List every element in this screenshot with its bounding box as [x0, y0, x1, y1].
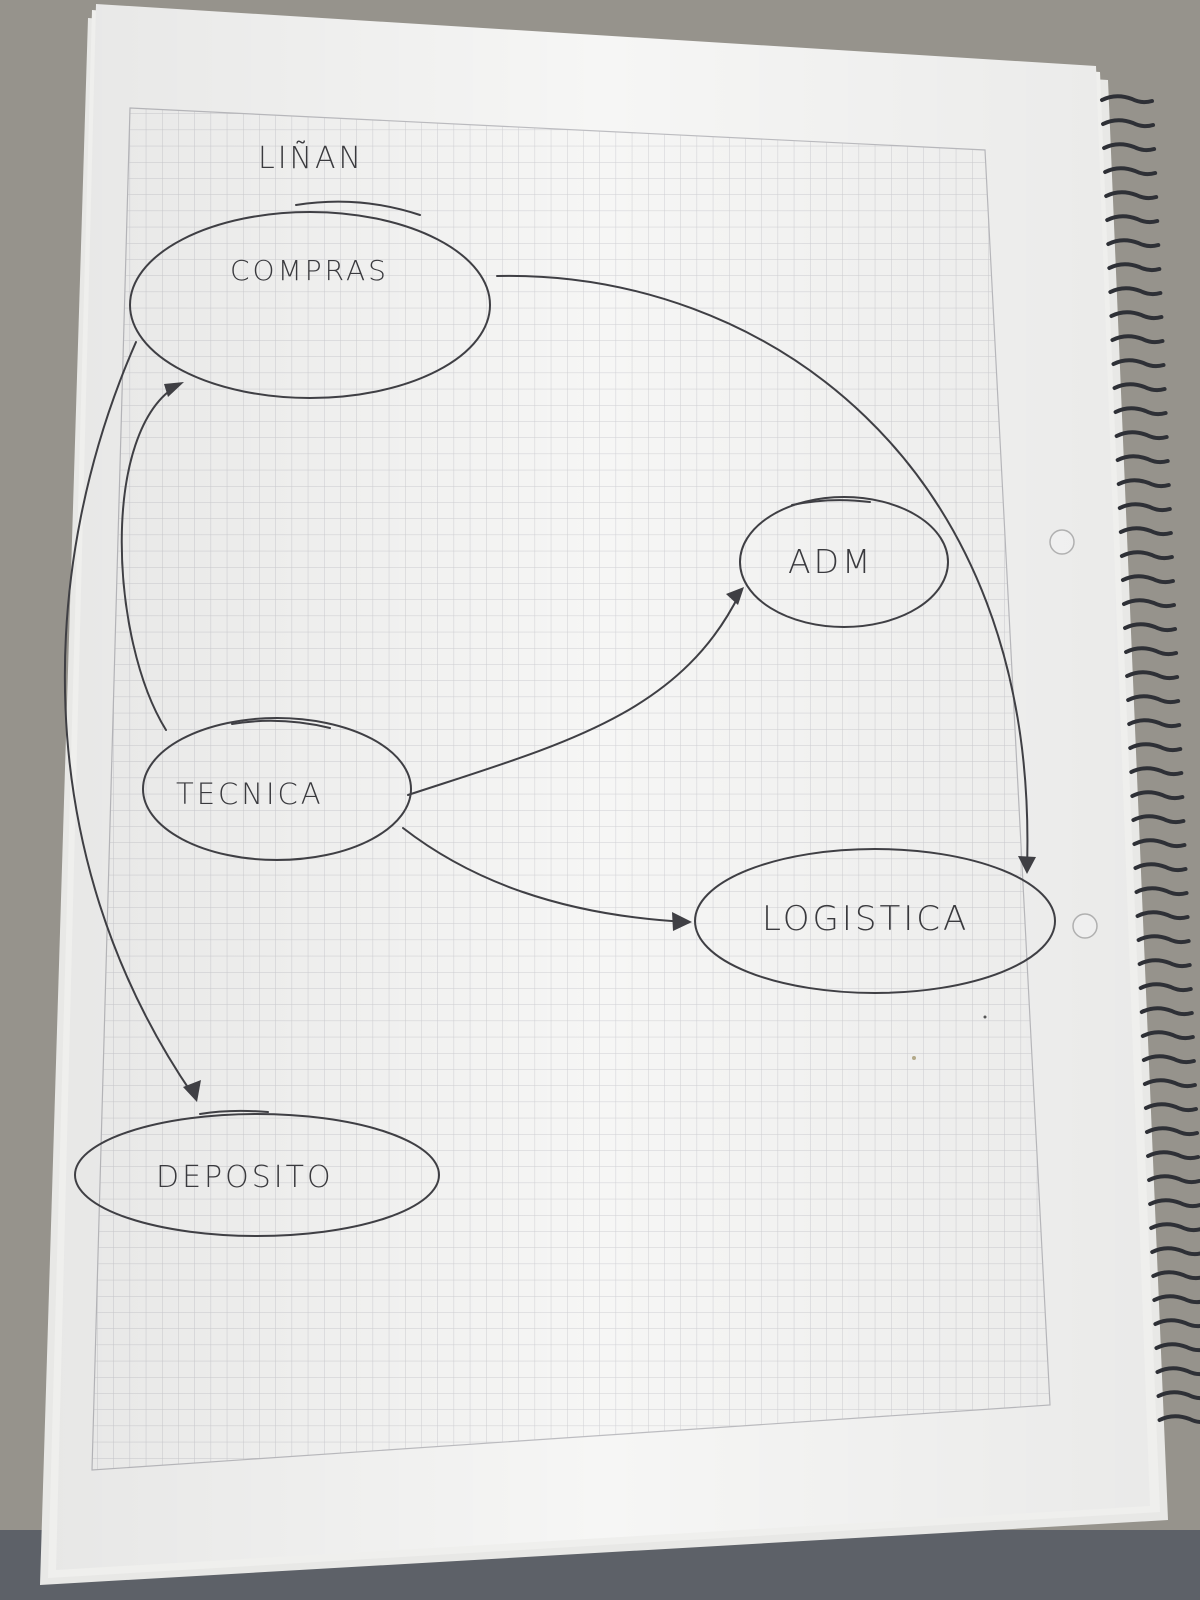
ink-dot [912, 1056, 916, 1060]
spiral-loop [1113, 406, 1168, 417]
spiral-loop [1140, 1030, 1195, 1041]
spiral-loop [1151, 1270, 1200, 1281]
spiral-loop [1135, 910, 1190, 921]
spiral-loop [1148, 1198, 1200, 1209]
node-tecnica-label: TECNICA [176, 777, 324, 811]
spiral-loop [1119, 550, 1174, 561]
spiral-loop [1123, 622, 1178, 633]
spiral-loop [1112, 382, 1167, 393]
spiral-loop [1156, 1390, 1200, 1401]
node-compras: COMPRAS [129, 200, 491, 399]
spiral-loop [1133, 862, 1188, 873]
node-compras-label: COMPRAS [230, 254, 389, 287]
spiral-loop [1127, 718, 1182, 729]
spiral-loop [1107, 262, 1162, 273]
spiral-loop [1145, 1126, 1199, 1137]
arrow-tecnica-to-logistica [402, 827, 692, 931]
spiral-loop [1102, 142, 1157, 153]
spiral-loop [1139, 1006, 1194, 1017]
diagram-title: LIÑAN [258, 139, 364, 176]
spiral-loop [1110, 334, 1165, 345]
spiral-loop [1105, 214, 1160, 225]
spiral-loop [1131, 814, 1186, 825]
spiral-loop [1108, 286, 1163, 297]
spiral-loop [1152, 1294, 1200, 1305]
spiral-loop [1114, 430, 1169, 441]
node-adm: ADM [739, 496, 949, 628]
spiral-loop [1142, 1078, 1197, 1089]
spiral-loop [1106, 238, 1161, 249]
spiral-loop [1154, 1342, 1200, 1353]
spiral-loop [1155, 1366, 1200, 1377]
spiral-loop [1126, 694, 1181, 705]
arrow-compras-to-logistica [496, 274, 1036, 874]
spiral-loop [1141, 1054, 1196, 1065]
node-logistica: LOGISTICA [694, 848, 1056, 994]
spiral-loop [1121, 598, 1176, 609]
spiral-loop [1136, 934, 1191, 945]
spiral-loop [1134, 886, 1189, 897]
node-logistica-label: LOGISTICA [762, 899, 969, 939]
spiral-loop [1125, 670, 1180, 681]
spiral-loop [1109, 310, 1164, 321]
spiral-loop [1147, 1174, 1200, 1185]
spiral-loop [1128, 742, 1183, 753]
spiral-loop [1101, 118, 1156, 129]
arrow-compras-to-deposito [63, 341, 201, 1102]
spiral-loop [1124, 646, 1179, 657]
spiral-loop [1157, 1414, 1200, 1425]
spiral-loop [1138, 982, 1193, 993]
spiral-loop [1130, 790, 1185, 801]
spiral-loop [1115, 454, 1170, 465]
node-deposito: DEPOSITO [74, 1109, 440, 1237]
arrow-tecnica-to-compras [120, 382, 184, 731]
spiral-loop [1111, 358, 1166, 369]
node-tecnica: TECNICA [142, 717, 412, 861]
spiral-loop [1104, 190, 1159, 201]
node-adm-label: ADM [788, 542, 873, 581]
spiral-loop [1100, 94, 1154, 105]
spiral-loop [1117, 502, 1172, 513]
spiral-loop [1149, 1222, 1200, 1233]
spiral-loop [1103, 166, 1158, 177]
spiral-loop [1132, 838, 1187, 849]
spiral-loop [1116, 478, 1171, 489]
spiral-loop [1118, 526, 1173, 537]
spiral-loop [1150, 1246, 1200, 1257]
ink-dot [983, 1015, 987, 1019]
spiral-loop [1146, 1150, 1200, 1161]
arrow-tecnica-to-adm [407, 587, 744, 796]
node-deposito-label: DEPOSITO [156, 1160, 334, 1195]
spiral-loop [1137, 958, 1192, 969]
spiral-loop [1143, 1102, 1198, 1113]
spiral-loop [1120, 574, 1175, 585]
spiral-binding [1100, 94, 1200, 1425]
spiral-loop [1129, 766, 1184, 777]
